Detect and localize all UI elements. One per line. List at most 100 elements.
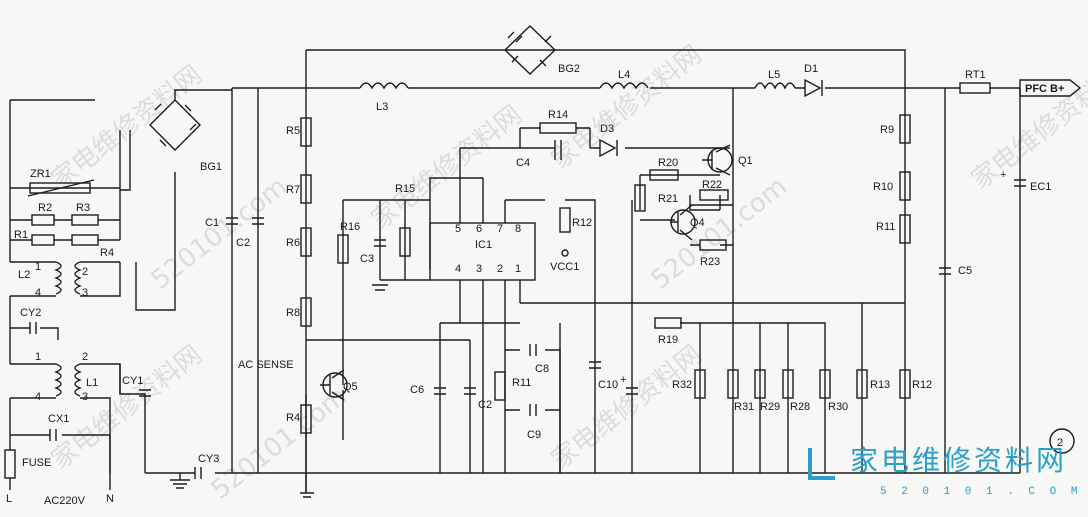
label-d1: D1 xyxy=(804,63,818,75)
svg-text:R8: R8 xyxy=(286,307,300,319)
svg-text:R23: R23 xyxy=(700,256,720,268)
svg-text:EC1: EC1 xyxy=(1030,181,1051,193)
svg-text:R12: R12 xyxy=(572,217,592,229)
svg-text:R14: R14 xyxy=(548,109,568,121)
svg-text:C1: C1 xyxy=(205,217,219,229)
svg-text:1: 1 xyxy=(35,261,41,273)
svg-text:3: 3 xyxy=(82,287,88,299)
svg-text:RT1: RT1 xyxy=(965,69,986,81)
svg-text:R31: R31 xyxy=(734,401,754,413)
inductors: L3 L4 L5 L2 1 2 4 3 L1 1 2 4 3 xyxy=(18,69,796,403)
svg-text:R9: R9 xyxy=(880,124,894,136)
figure-number: 2 xyxy=(1057,437,1063,449)
label-d3: D3 xyxy=(600,123,614,135)
site-logo: 家电维修资料网 5 2 0 1 0 1 . C O M xyxy=(808,444,1081,498)
label-l1: L1 xyxy=(86,377,98,389)
svg-text:R1: R1 xyxy=(14,229,28,241)
svg-text:4: 4 xyxy=(455,263,461,275)
svg-text:C3: C3 xyxy=(360,253,374,265)
watermark-1: 家电维修资料网 xyxy=(46,60,208,196)
svg-text:C5: C5 xyxy=(958,265,972,277)
svg-text:5 2 0 1 0 1 . C O M: 5 2 0 1 0 1 . C O M xyxy=(880,486,1081,498)
svg-text:CY2: CY2 xyxy=(20,307,41,319)
svg-text:R32: R32 xyxy=(672,379,692,391)
svg-text:4: 4 xyxy=(35,391,41,403)
watermark-4: 家电维修资料网 xyxy=(46,340,208,476)
svg-text:N: N xyxy=(106,493,114,505)
watermark-3: 家电维修资料网 xyxy=(546,40,708,176)
svg-text:4: 4 xyxy=(35,287,41,299)
misc-labels: PFC B+ AC SENSE L N AC220V 2 xyxy=(6,79,1082,507)
svg-text:R4: R4 xyxy=(100,247,114,259)
svg-text:C6: C6 xyxy=(410,384,424,396)
svg-text:C4: C4 xyxy=(516,157,530,169)
label-l2: L2 xyxy=(18,269,30,281)
svg-text:R30: R30 xyxy=(828,401,848,413)
bridge-bg2: BG2 xyxy=(503,25,580,75)
svg-text:VCC1: VCC1 xyxy=(550,261,579,273)
svg-text:CY1: CY1 xyxy=(122,375,143,387)
label-bg2: BG2 xyxy=(558,63,580,75)
svg-text:R11: R11 xyxy=(876,221,895,233)
svg-text:R7: R7 xyxy=(286,184,300,196)
svg-text:CX1: CX1 xyxy=(48,413,69,425)
svg-text:Q4: Q4 xyxy=(690,217,705,229)
svg-text:R15: R15 xyxy=(395,183,415,195)
diodes: D1 D3 xyxy=(599,63,823,158)
svg-text:R20: R20 xyxy=(658,157,678,169)
svg-text:Q5: Q5 xyxy=(343,381,358,393)
svg-text:C2: C2 xyxy=(236,237,250,249)
svg-text:+: + xyxy=(1000,169,1006,181)
label-l5: L5 xyxy=(768,69,780,81)
svg-text:6: 6 xyxy=(476,223,482,235)
capacitors: C1 C2 C3 C4 C5 + EC1 C6 C2 C8 C9 C10 + C… xyxy=(20,140,1051,479)
svg-text:C8: C8 xyxy=(535,363,549,375)
svg-text:R22: R22 xyxy=(702,179,722,191)
bridge-bg1: BG1 xyxy=(149,99,222,173)
watermark-2: 家电维修资料网 xyxy=(366,100,528,236)
svg-text:R28: R28 xyxy=(790,401,810,413)
svg-text:R19: R19 xyxy=(658,334,678,346)
svg-text:R10: R10 xyxy=(873,181,893,193)
svg-text:R5: R5 xyxy=(286,125,300,137)
label-l4: L4 xyxy=(618,69,630,81)
svg-text:IC1: IC1 xyxy=(475,239,492,251)
svg-text:R13: R13 xyxy=(870,379,890,391)
svg-text:AC220V: AC220V xyxy=(44,495,86,507)
svg-text:3: 3 xyxy=(82,391,88,403)
resistors: RT1 R5 R7 R6 R8 R4 R14 R20 R22 R21 R23 R… xyxy=(4,69,991,479)
svg-text:Q1: Q1 xyxy=(738,155,753,167)
watermark-url-3: 520101.com xyxy=(206,381,353,505)
svg-text:R6: R6 xyxy=(286,237,300,249)
svg-text:R29: R29 xyxy=(760,401,780,413)
label-ac-sense: AC SENSE xyxy=(238,359,294,371)
svg-text:R3: R3 xyxy=(76,202,90,214)
wires xyxy=(9,49,1021,493)
svg-text:C9: C9 xyxy=(527,429,541,441)
svg-text:2: 2 xyxy=(82,351,88,363)
svg-text:R16: R16 xyxy=(340,221,360,233)
label-bg1: BG1 xyxy=(200,161,222,173)
svg-text:CY3: CY3 xyxy=(198,453,219,465)
svg-text:R2: R2 xyxy=(38,202,52,214)
svg-text:L: L xyxy=(6,493,12,505)
svg-text:7: 7 xyxy=(497,223,503,235)
svg-text:2: 2 xyxy=(82,266,88,278)
svg-text:3: 3 xyxy=(476,263,482,275)
label-pfc-b: PFC B+ xyxy=(1025,83,1064,95)
svg-text:R4: R4 xyxy=(286,412,300,424)
svg-text:家电维修资料网: 家电维修资料网 xyxy=(850,444,1067,477)
svg-text:1: 1 xyxy=(35,351,41,363)
svg-text:5: 5 xyxy=(455,223,461,235)
label-l3: L3 xyxy=(376,101,388,113)
svg-text:R12: R12 xyxy=(912,379,932,391)
svg-text:R11: R11 xyxy=(512,377,531,389)
svg-text:FUSE: FUSE xyxy=(22,457,51,469)
svg-text:1: 1 xyxy=(515,263,521,275)
svg-text:ZR1: ZR1 xyxy=(30,168,51,180)
transistors: Q1 Q4 Q5 xyxy=(320,144,753,401)
watermark-5: 家电维修资料网 xyxy=(546,340,708,476)
svg-text:8: 8 xyxy=(515,223,521,235)
